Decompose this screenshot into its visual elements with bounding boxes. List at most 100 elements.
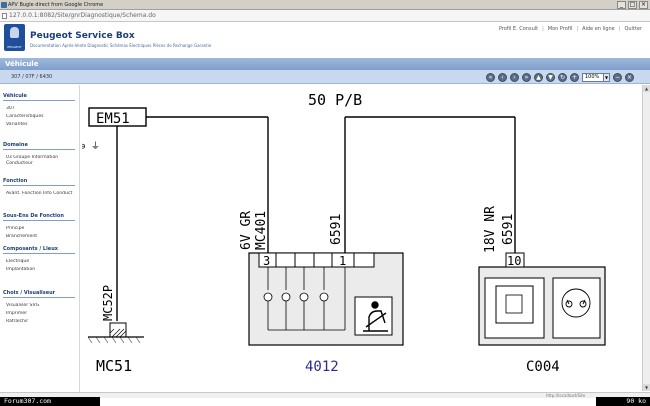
divider <box>3 297 75 298</box>
pin-label-1: 1 <box>339 254 346 268</box>
close-window-button[interactable]: × <box>639 1 648 9</box>
rotate-button[interactable]: ↻ <box>558 72 567 82</box>
maximize-button[interactable]: □ <box>628 1 637 9</box>
diagram-toolbar: « ‹ › » ▲ ▼ ↻ + 100% ▼ − × <box>486 71 634 83</box>
breadcrumb: 307 / 07F / 6430 <box>11 74 53 80</box>
pin-label-10: 10 <box>507 254 521 268</box>
connector-em51-label[interactable]: EM51 <box>96 111 130 127</box>
vehicle-bar-title: Véhicule <box>5 60 39 68</box>
separator: | <box>576 26 579 32</box>
sidebar-section-components: Composants / Lieux <box>3 246 58 252</box>
component-label-c004[interactable]: C004 <box>526 359 560 375</box>
sidebar-item-driver-info-group[interactable]: 03 Groupe Information Conducteur <box>6 155 59 166</box>
zoom-select[interactable]: 100% ▼ <box>582 72 610 82</box>
vertical-scrollbar[interactable]: ▲ ▼ <box>642 85 650 391</box>
scroll-down-icon[interactable]: ▼ <box>643 384 650 391</box>
sidebar-section-function: Fonction <box>3 178 28 184</box>
sidebar-item-principle[interactable]: Principe <box>6 226 25 231</box>
address-bar[interactable]: 127.0.0.1:8082/Site/gnrDiagnostique/Sche… <box>0 10 650 22</box>
brand-title: Peugeot Service Box <box>30 31 135 41</box>
vehicle-bar: Véhicule <box>0 58 650 70</box>
sidebar-item-307[interactable]: 307 <box>6 106 15 111</box>
last-page-button[interactable]: » <box>522 72 531 82</box>
wire-label-6591-mid: 6591 <box>329 214 344 245</box>
chrome-icon <box>1 2 7 8</box>
top-link-my-profile[interactable]: Mon Profil <box>547 26 573 32</box>
next-page-button[interactable]: › <box>510 72 519 82</box>
ground-label-mc51[interactable]: MC51 <box>96 357 132 375</box>
top-link-quit[interactable]: Quitter <box>624 26 642 32</box>
zoom-out-button[interactable]: − <box>613 72 622 82</box>
page-icon <box>2 13 7 19</box>
pin-box-empty <box>294 252 315 268</box>
sidebar-item-electric[interactable]: Electrique <box>6 259 30 264</box>
close-diagram-button[interactable]: × <box>625 72 634 82</box>
watermark-left: Forum307.com <box>0 397 100 406</box>
brand-navigation[interactable]: Documentation Après-Vente Diagnostic Sch… <box>30 43 212 48</box>
browser-titlebar: APV Bugle direct from Google Chrome _ □ … <box>0 0 650 10</box>
scroll-up-icon[interactable]: ▲ <box>643 85 650 92</box>
divider <box>3 185 75 186</box>
top-links: Profil E. Consult | Mon Profil | Aide en… <box>499 26 642 32</box>
ground-symbol-icon: ⊖ ⏚ <box>82 141 100 152</box>
divider <box>3 220 75 221</box>
peugeot-logo[interactable]: PEUGEOT <box>4 24 25 51</box>
site-header: PEUGEOT Peugeot Service Box Documentatio… <box>0 22 650 58</box>
sidebar-item-variants[interactable]: Variantes <box>6 122 28 127</box>
separator: | <box>618 26 621 32</box>
component-label-4012[interactable]: 4012 <box>305 359 339 375</box>
sidebar-section-subfunction: Sous-Ens De Fonction <box>3 213 64 219</box>
pin-box-10 <box>505 252 525 268</box>
pin-label-3: 3 <box>263 254 270 268</box>
pin-box-empty <box>313 252 333 268</box>
watermark-right: 90 ko <box>596 397 650 406</box>
chevron-down-icon: ▼ <box>603 73 609 81</box>
first-page-button[interactable]: « <box>486 72 495 82</box>
zoom-in-button[interactable]: + <box>570 72 579 82</box>
pan-down-button[interactable]: ▼ <box>546 72 555 82</box>
top-link-profile-consult[interactable]: Profil E. Consult <box>498 26 539 32</box>
watermark-size: 90 ko <box>626 397 646 405</box>
window-title: APV Bugle direct from Google Chrome <box>8 2 104 8</box>
sidebar-section-domain: Domaine <box>3 142 28 148</box>
wire-label-18v-nr: 18V NR <box>483 206 498 253</box>
sidebar-item-view-svg[interactable]: Visualiser SVG <box>6 303 40 308</box>
pin-box-empty <box>275 252 296 268</box>
sidebar-item-wiring[interactable]: Branchement <box>6 234 38 239</box>
logo-label: PEUGEOT <box>7 45 22 49</box>
sidebar-item-characteristics[interactable]: Caractéristiques <box>6 114 44 119</box>
status-text: http://localhost/Site <box>546 393 586 398</box>
sidebar-item-refresh[interactable]: Rafraîchir <box>6 319 29 324</box>
component-c004[interactable]: 10 <box>478 252 606 346</box>
top-link-help[interactable]: Aide en ligne <box>582 26 615 32</box>
wiring-diagram[interactable]: 50 P/B EM51 ⊖ ⏚ MC52P <box>82 85 642 391</box>
status-bar: http://localhost/Site <box>0 392 650 398</box>
minimize-button[interactable]: _ <box>617 1 626 9</box>
sidebar: Véhicule 307 Caractéristiques Variantes … <box>0 85 80 392</box>
sidebar-item-driver-info-function[interactable]: Avant. Fonction Info Conduct <box>6 191 73 196</box>
lion-emblem-icon <box>10 27 19 38</box>
wiring-diagram-svg: 50 P/B EM51 ⊖ ⏚ MC52P <box>82 91 606 375</box>
sidebar-item-print[interactable]: Imprimer <box>6 311 28 316</box>
seatbelt-icon <box>363 301 388 332</box>
wire-label-mc401: MC401 <box>254 211 269 250</box>
wire-label-mc52p: MC52P <box>101 285 115 321</box>
ground-plate <box>87 322 144 344</box>
vehicle-subbar: 307 / 07F / 6430 « ‹ › » ▲ ▼ ↻ + 100% ▼ … <box>0 70 650 84</box>
diagram-title: 50 P/B <box>308 91 362 109</box>
wire-label-6591-right: 6591 <box>501 214 516 245</box>
previous-page-button[interactable]: ‹ <box>498 72 507 82</box>
component-4012[interactable]: 3 1 <box>248 252 404 346</box>
divider <box>3 253 75 254</box>
zoom-value: 100% <box>585 73 600 80</box>
url-text[interactable]: 127.0.0.1:8082/Site/gnrDiagnostique/Sche… <box>9 12 156 19</box>
led-array-icon <box>263 267 346 331</box>
gauge-icon <box>561 288 591 318</box>
chip-inner <box>505 294 523 314</box>
separator: | <box>542 26 544 32</box>
sidebar-section-viewer: Choix / Visualiseur <box>3 290 56 296</box>
sidebar-item-location[interactable]: Implantation <box>6 267 36 272</box>
watermark-site: Forum307.com <box>4 397 51 405</box>
wire-label-6v-gr: 6V GR <box>239 211 254 250</box>
pan-up-button[interactable]: ▲ <box>534 72 543 82</box>
